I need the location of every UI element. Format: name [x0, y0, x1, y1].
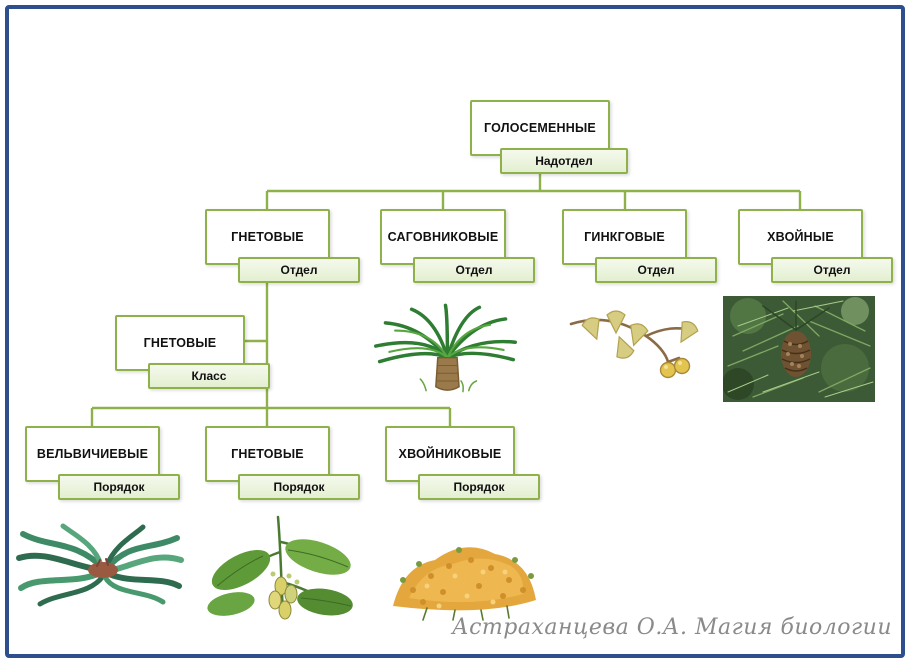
- taxon-name: САГОВНИКОВЫЕ: [380, 209, 506, 265]
- gnetum-illustration: [207, 515, 353, 620]
- node-division-gnetovye: ГНЕТОВЫЕ Отдел: [205, 209, 360, 283]
- author-credit: Астраханцева О.А. Магия биологии: [451, 615, 892, 640]
- ginkgo-image: [568, 306, 705, 402]
- gnetum-image: [203, 512, 360, 629]
- ephedra-illustration: [393, 547, 536, 621]
- node-division-khvoynye: ХВОЙНЫЕ Отдел: [738, 209, 893, 283]
- taxon-rank-badge: Порядок: [418, 474, 540, 500]
- node-class-gnetovye: ГНЕТОВЫЕ Класс: [115, 315, 270, 389]
- taxon-rank-badge: Надотдел: [500, 148, 628, 174]
- taxon-name: ГНЕТОВЫЕ: [115, 315, 245, 371]
- ephedra-image: [383, 520, 545, 622]
- taxon-name: ГНЕТОВЫЕ: [205, 209, 330, 265]
- node-division-sagovnikovye: САГОВНИКОВЫЕ Отдел: [380, 209, 535, 283]
- node-order-velvichievye: ВЕЛЬВИЧИЕВЫЕ Порядок: [25, 426, 180, 500]
- cycad-image: [368, 300, 523, 397]
- taxon-rank-badge: Класс: [148, 363, 270, 389]
- taxon-name: ГНЕТОВЫЕ: [205, 426, 330, 482]
- welwitschia-illustration: [16, 523, 184, 607]
- taxon-rank-badge: Отдел: [238, 257, 360, 283]
- taxon-name: ГИНКГОВЫЕ: [562, 209, 687, 265]
- taxon-rank-badge: Порядок: [58, 474, 180, 500]
- ginkgo-illustration: [569, 310, 699, 379]
- taxon-rank-badge: Отдел: [413, 257, 535, 283]
- cycad-illustration: [374, 303, 517, 393]
- taxon-name: ХВОЙНЫЕ: [738, 209, 863, 265]
- taxon-rank-badge: Отдел: [595, 257, 717, 283]
- taxon-rank-badge: Отдел: [771, 257, 893, 283]
- node-order-gnetovye: ГНЕТОВЫЕ Порядок: [205, 426, 360, 500]
- node-division-ginkgovye: ГИНКГОВЫЕ Отдел: [562, 209, 717, 283]
- taxon-name: ГОЛОСЕМЕННЫЕ: [470, 100, 610, 156]
- welwitschia-image: [15, 520, 187, 612]
- pine-cone-photo: [723, 296, 875, 402]
- node-root-gymnosperms: ГОЛОСЕМЕННЫЕ Надотдел: [470, 100, 628, 174]
- taxon-rank-badge: Порядок: [238, 474, 360, 500]
- node-order-khvoynikovye: ХВОЙНИКОВЫЕ Порядок: [385, 426, 540, 500]
- pine-photo: [723, 296, 875, 402]
